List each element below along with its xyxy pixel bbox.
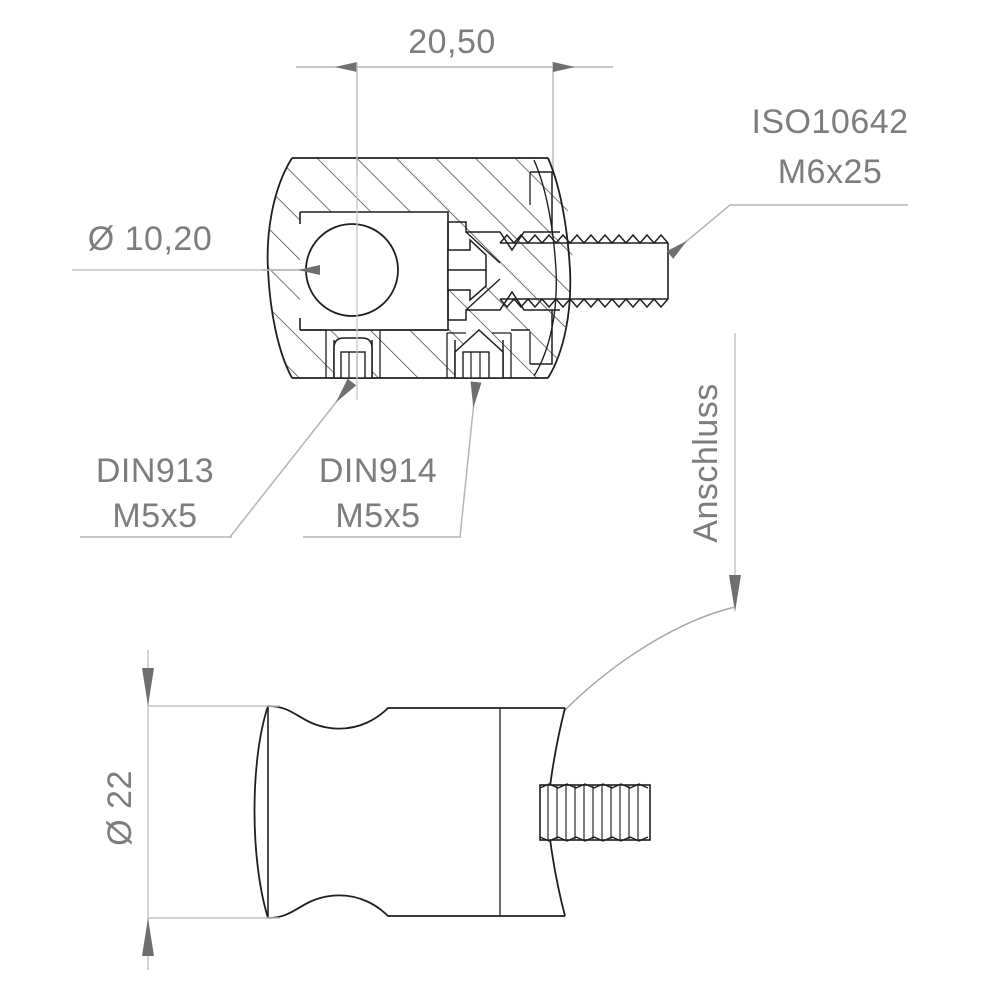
callout-din914-group: DIN914 M5x5 — [303, 381, 482, 538]
iso10642-leader-line — [666, 204, 908, 259]
dimension-diameter-22-label: Ø 22 — [101, 770, 139, 846]
elevation-left-cap-curve — [253, 705, 269, 919]
din913-socket — [340, 351, 366, 379]
diameter22-arrowhead-bottom — [142, 918, 154, 956]
bolt-thread-section — [499, 233, 669, 309]
callout-din913-group: DIN913 M5x5 — [80, 378, 357, 538]
callout-din914-line1: DIN914 — [319, 452, 437, 490]
anschluss-arrowhead — [729, 575, 741, 612]
din913-leader-line — [229, 378, 357, 538]
elevation-bottom-profile — [267, 894, 500, 919]
dimension-diameter-10-20-group: Ø 10,20 — [72, 220, 320, 275]
dimension-diameter-22-group: Ø 22 — [101, 650, 280, 970]
dimension-20-50-label: 20,50 — [408, 23, 496, 61]
anschluss-leader-arc — [562, 606, 736, 713]
stud-thread-lines — [547, 785, 639, 840]
callout-din914-line2: M5x5 — [335, 497, 420, 535]
dimension-20-50-group: 20,50 — [296, 23, 613, 175]
dimension-diameter-10-20-label: Ø 10,20 — [88, 220, 212, 258]
callout-anschluss-group: Anschluss — [562, 333, 741, 713]
callout-iso10642-line2: M6x25 — [778, 153, 883, 191]
bolt-head-bottom-profile — [448, 290, 560, 321]
callout-anschluss-label: Anschluss — [687, 383, 725, 542]
body-right-inner-curve — [533, 159, 557, 377]
callout-din913-line1: DIN913 — [96, 452, 214, 490]
countersink-cone-top — [465, 231, 501, 264]
elevation-threaded-stud — [539, 783, 651, 842]
din914-thread-walls — [446, 333, 512, 378]
body-right-curve — [547, 157, 572, 379]
callout-din913-line2: M5x5 — [112, 497, 197, 535]
side-elevation-view — [253, 705, 651, 919]
din913-thread-walls — [325, 330, 381, 378]
set-screw-din913 — [325, 329, 381, 379]
set-screw-din914 — [446, 328, 512, 379]
din914-leader-line — [459, 381, 482, 538]
diameter22-arrowhead-top — [142, 668, 154, 706]
callout-iso10642-group: ISO10642 M6x25 — [666, 103, 908, 259]
stud-body — [539, 784, 651, 841]
stud-thread-crest-top — [539, 783, 649, 789]
countersink-cone-bottom — [465, 278, 501, 311]
bolt-pocket-bottom — [530, 310, 553, 365]
bolt-pocket-top — [530, 171, 553, 232]
callout-iso10642-line1: ISO10642 — [751, 103, 908, 141]
bolt-head-top-profile — [448, 221, 560, 252]
din914-socket — [462, 351, 490, 379]
elevation-top-profile — [267, 705, 500, 730]
stud-thread-crest-bottom — [539, 836, 649, 842]
